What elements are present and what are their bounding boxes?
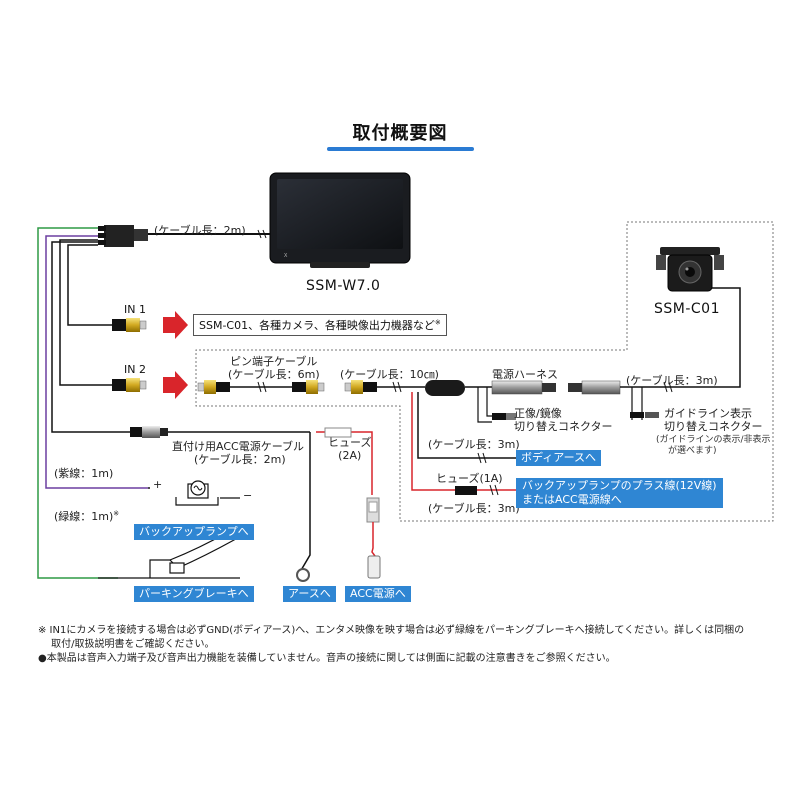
in1-destination-box: SSM-C01、各種カメラ、各種映像出力機器など※ [193,314,447,336]
power-harness-label: 電源ハーネス [492,368,558,381]
backup-plus-line2: またはACC電源線へ [522,493,622,506]
mirror-connector-line2: 切り替えコネクター [514,420,613,433]
guide-connector-note: (ガイドラインの表示/非表示 が選べます) [656,435,771,457]
camera-model: SSM-C01 [654,301,720,317]
acc-destination: ACC電源へ [345,586,411,602]
body-earth-cable-length: (ケーブル長：3m) [428,438,520,451]
mirror-connector-line1: 正像/鏡像 [514,407,562,420]
short-cable-image [344,380,425,394]
earth-terminal-icon [296,568,310,582]
green-wire-note-mark: ※ [113,509,120,518]
camera-cable-length: (ケーブル長：3m) [626,374,718,387]
body-earth-destination: ボディアースへ [516,450,602,466]
in1-label: IN 1 [124,303,146,316]
acc-cable-label: 直付け用ACC電源ケーブル (ケーブル長：2m) [172,440,304,466]
in1-rca-connector [112,318,147,332]
footnote-2: ●本製品は音声入力端子及び音声出力機能を装備していません。音声の接続に関しては側… [38,653,616,664]
pin-cable-name: ピン端子ケーブル [230,355,318,368]
in1-destination-text: SSM-C01、各種カメラ、各種映像出力機器など [199,319,435,332]
fuse-1a-icon [455,486,477,495]
backup-plus-line1: バックアップランプのプラス線(12V線) [522,479,717,492]
guide-connector-note1: (ガイドラインの表示/非表示 [656,435,771,445]
in2-arrow-icon [163,371,188,399]
footnote-1: ※ IN1にカメラを接続する場合は必ずGND(ボディアース)へ、エンタメ映像を映… [38,625,745,636]
fuse-2a-line1: ヒューズ [328,436,372,449]
fuse-2a-label: ヒューズ (2A) [328,436,371,462]
acc-cable-connector [130,426,168,438]
purple-wire-label: (紫線：1m) [54,467,114,480]
footnote-1-cont: 取付/取扱説明書をご確認ください。 [38,639,215,650]
guide-connector-note2: が選べます) [668,446,717,456]
fuse-1a-cable-length: (ケーブル長：3m) [428,502,520,515]
monitor-image: X [269,172,411,268]
in1-arrow-icon [163,311,188,339]
fuse-1a-label: ヒューズ(1A) [436,472,503,485]
acc-cable-line1: 直付け用ACC電源ケーブル [172,440,305,453]
earth-destination: アースへ [283,586,336,602]
title-underline [327,147,474,151]
svg-text:X: X [284,253,288,259]
green-wire-text: (緑線：1m) [54,510,114,523]
in2-label: IN 2 [124,363,146,376]
short-cable-length: (ケーブル長：10㎝) [340,368,439,381]
minus-sign: − [243,489,253,502]
pin-cable-image [197,380,325,394]
monitor-model: SSM-W7.0 [306,278,381,294]
backup-plus-destination: バックアップランプのプラス線(12V線) またはACC電源線へ [516,478,723,508]
power-harness-image [425,380,556,396]
guide-connector-label: ガイドライン表示 切り替えコネクター [664,407,763,433]
footnotes: ※ IN1にカメラを接続する場合は必ずGND(ボディアース)へ、エンタメ映像を映… [38,624,778,666]
parking-brake-destination: パーキングブレーキへ [134,586,254,602]
monitor-cable-length: (ケーブル長：2m) [154,224,246,237]
in2-rca-connector [112,378,147,392]
page-title: 取付概要図 [352,123,448,144]
green-wire-label: (緑線：1m)※ [54,508,119,524]
guide-connector-line2: 切り替えコネクター [664,420,763,433]
fuse-2a-line2: (2A) [338,449,362,462]
guide-connector-line1: ガイドライン表示 [664,407,752,420]
camera-image [656,247,724,292]
backup-lamp-destination: バックアップランプへ [134,524,254,540]
fuse-2a-icon [324,427,352,438]
acc-cable-line2: (ケーブル長：2m) [194,453,286,466]
pin-cable-length: (ケーブル長：6m) [228,368,320,381]
camera-cable-connector [568,287,741,395]
plus-sign: + [153,478,163,491]
mirror-connector-label: 正像/鏡像 切り替えコネクター [514,407,613,433]
in1-note-mark: ※ [434,318,441,327]
camera-section-border [195,221,774,522]
